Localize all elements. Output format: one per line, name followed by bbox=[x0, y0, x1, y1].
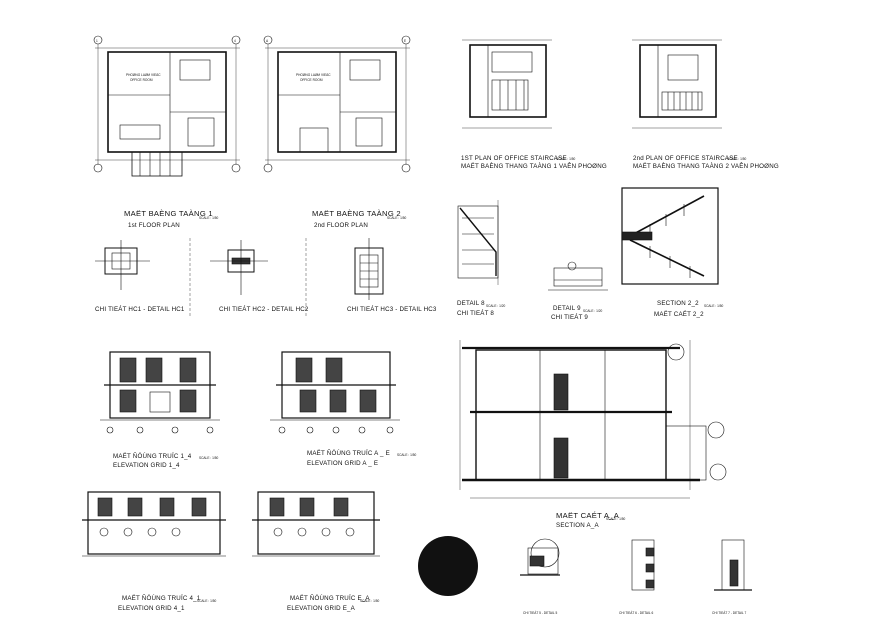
detail-hc3 bbox=[354, 238, 384, 300]
room-label: PHOØNG LAØM VIEÄC bbox=[296, 73, 331, 77]
floor-plan-2 bbox=[263, 35, 411, 173]
drawing-subtitle: ELEVATION GRID 4_1 bbox=[118, 605, 185, 612]
drawing-title: MAËT ÑÖÙNG TRUÏC 1_4 bbox=[113, 453, 192, 460]
drawing-title: DETAIL 9 bbox=[553, 305, 581, 312]
drawing-scale: SCALE : 1/50 bbox=[397, 453, 417, 457]
drawing-subtitle: ELEVATION GRID A _ E bbox=[307, 460, 378, 467]
detail-7 bbox=[714, 539, 752, 591]
drawing-scale: SCALE : 1/20 bbox=[583, 309, 603, 313]
drawing-subtitle: CHI TIEÁT 8 bbox=[457, 310, 494, 317]
drawing-scale: SCALE : 1/50 bbox=[199, 216, 219, 220]
elevation-1-4 bbox=[100, 351, 220, 434]
drawing-scale: SCALE : 1/50 bbox=[704, 304, 724, 308]
drawing-title: MAËT CAÉT A_A bbox=[556, 511, 620, 520]
detail-6 bbox=[631, 539, 655, 591]
drawing-scale: SCALE : 1/50 bbox=[199, 456, 219, 460]
drawing-subtitle: ELEVATION GRID 1_4 bbox=[113, 462, 180, 469]
drawing-title: CHI TIEÁT HC2 - DETAIL HC2 bbox=[219, 306, 309, 313]
drawing-title: CHI TIEÁT 6 - DETAIL 6 bbox=[619, 611, 653, 615]
drawing-title: CHI TIEÁT 5 - DETAIL 5 bbox=[523, 611, 557, 615]
elevation-e-a bbox=[252, 491, 380, 557]
stair-plan-1 bbox=[462, 39, 552, 129]
elevation-4-1 bbox=[82, 491, 226, 557]
drawing-title: 1ST PLAN OF OFFICE STAIRCASE bbox=[461, 155, 567, 162]
section-a-a bbox=[459, 340, 727, 499]
room-label: OFFICE ROOM bbox=[300, 78, 323, 82]
drawing-scale: SCALE : 1/50 bbox=[360, 599, 380, 603]
drawing-subtitle: MAËT BAÈNG THANG TAÀNG 1 VAÊN PHOØNG bbox=[461, 162, 607, 170]
drawing-subtitle: CHI TIEÁT 9 bbox=[551, 314, 588, 321]
drawing-scale: SCALE : 1/20 bbox=[486, 304, 506, 308]
drawing-title: MAËT ÑÖÙNG TRUÏC E_A bbox=[290, 595, 370, 602]
drawing-title: SECTION 2_2 bbox=[657, 300, 699, 307]
drawing-title: DETAIL 8 bbox=[457, 300, 485, 307]
drawing-title: MAËT BAÈNG TAÀNG 2 bbox=[312, 209, 401, 218]
detail-8 bbox=[457, 200, 499, 285]
drawing-title: CHI TIEÁT 7 - DETAIL 7 bbox=[712, 611, 746, 615]
drawing-subtitle: ELEVATION GRID E_A bbox=[287, 605, 356, 612]
drawing-scale: SCALE : 1/50 bbox=[387, 216, 407, 220]
detail-hc1 bbox=[95, 240, 150, 290]
drawing-title: MAËT BAÈNG TAÀNG 1 bbox=[124, 209, 213, 218]
drawing-title: CHI TIEÁT HC3 - DETAIL HC3 bbox=[347, 306, 437, 313]
drawing-title: MAËT ÑÖÙNG TRUÏC A _ E bbox=[307, 450, 390, 457]
section-2-2 bbox=[621, 187, 719, 285]
drawing-scale: SCALE : 1/50 bbox=[727, 157, 747, 161]
drawing-title: MAËT ÑÖÙNG TRUÏC 4_1 bbox=[122, 595, 201, 602]
drawing-scale: SCALE : 1/50 bbox=[197, 599, 217, 603]
room-label: PHOØNG LAØM VIEÄC bbox=[126, 73, 161, 77]
detail-5 bbox=[520, 538, 560, 576]
drawing-title: 2nd PLAN OF OFFICE STAIRCASE bbox=[633, 155, 738, 162]
north-marker bbox=[418, 536, 478, 596]
room-label: OFFICE ROOM bbox=[130, 78, 153, 82]
drawing-scale: SCALE : 1/50 bbox=[606, 517, 626, 521]
grid-label: E bbox=[404, 39, 406, 43]
detail-hc2 bbox=[210, 240, 268, 295]
elevation-a-e bbox=[270, 351, 400, 434]
drawing-subtitle: MAËT CAÉT 2_2 bbox=[654, 311, 704, 318]
floor-plan-1 bbox=[93, 35, 241, 177]
drawing-subtitle: SECTION A_A bbox=[556, 522, 599, 529]
stair-plan-2 bbox=[632, 39, 722, 129]
drawing-scale: SCALE : 1/50 bbox=[556, 157, 576, 161]
drawing-title: CHI TIEÁT HC1 - DETAIL HC1 bbox=[95, 306, 185, 313]
drawing-subtitle: MAËT BAÈNG THANG TAÀNG 2 VAÊN PHOØNG bbox=[633, 162, 779, 170]
detail-9 bbox=[548, 261, 608, 291]
drawing-subtitle: 2nd FLOOR PLAN bbox=[314, 222, 368, 229]
drawing-subtitle: 1st FLOOR PLAN bbox=[128, 222, 180, 229]
grid-label: 4 bbox=[234, 39, 236, 43]
grid-label: 1 bbox=[96, 39, 98, 43]
grid-label: A bbox=[266, 39, 269, 43]
